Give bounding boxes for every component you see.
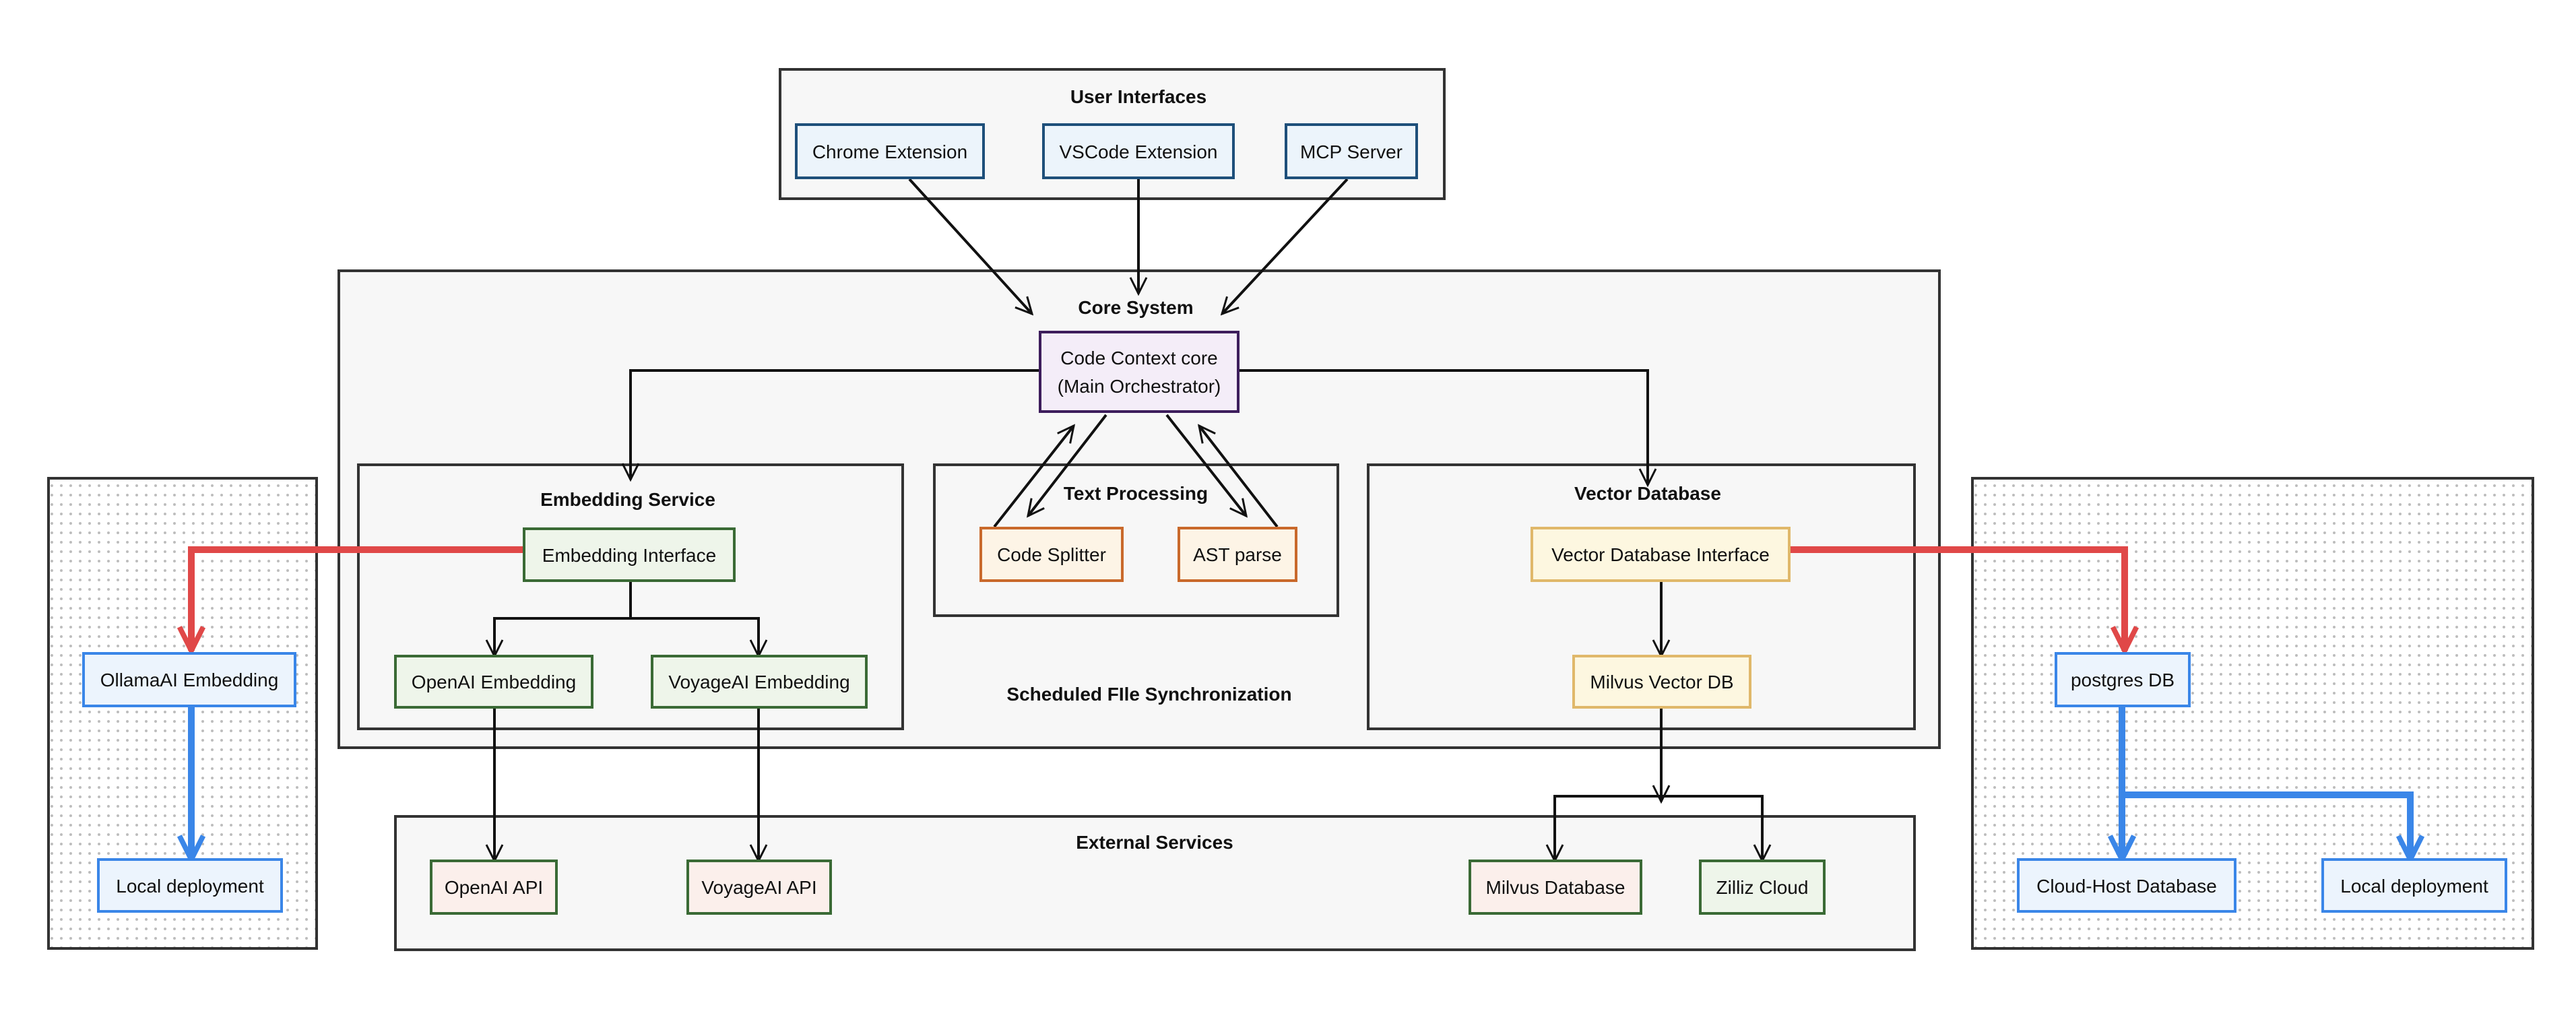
node-openai-embedding-label: OpenAI Embedding — [412, 672, 576, 692]
node-ollamaai-embedding-label: OllamaAI Embedding — [100, 670, 279, 690]
node-voyageai-embedding-label: VoyageAI Embedding — [668, 672, 849, 692]
edge-postgres-to-local — [2122, 791, 2410, 860]
edge-embedding-to-ollama — [191, 546, 524, 651]
node-cloud-host-database[interactable]: Cloud-Host Database — [2017, 858, 2236, 913]
core-system-title: Core System — [1078, 297, 1193, 318]
edge-ast-to-core — [1199, 426, 1279, 528]
node-vscode-extension[interactable]: VSCode Extension — [1042, 123, 1235, 179]
node-embedding-interface[interactable]: Embedding Interface — [523, 527, 736, 582]
edge-core-to-ast — [1165, 414, 1246, 516]
node-code-splitter[interactable]: Code Splitter — [979, 527, 1124, 582]
node-mcp-server-label: MCP Server — [1300, 141, 1403, 162]
node-milvus-vector-db-label: Milvus Vector DB — [1590, 672, 1733, 692]
edge-chrome-to-core — [908, 178, 1032, 314]
node-ollamaai-embedding[interactable]: OllamaAI Embedding — [82, 652, 296, 707]
node-postgres-db[interactable]: postgres DB — [2055, 652, 2191, 707]
edge-core-to-vectordb — [1238, 369, 1648, 485]
node-voyageai-api[interactable]: VoyageAI API — [686, 860, 832, 915]
node-postgres-db-label: postgres DB — [2071, 670, 2175, 690]
node-local-deployment-right-label: Local deployment — [2340, 876, 2488, 897]
node-vector-database-interface[interactable]: Vector Database Interface — [1531, 527, 1791, 582]
node-core-label-line2: (Main Orchestrator) — [1058, 376, 1221, 397]
vector-database-group — [1367, 463, 1916, 730]
edge-core-to-embedding — [631, 369, 1040, 480]
external-services-title: External Services — [1076, 832, 1233, 853]
node-ast-parse[interactable]: AST parse — [1178, 527, 1297, 582]
edge-embedding-to-openai — [494, 581, 632, 656]
node-zilliz-cloud[interactable]: Zilliz Cloud — [1699, 860, 1826, 915]
node-milvus-vector-db[interactable]: Milvus Vector DB — [1572, 655, 1751, 709]
edge-mcp-to-core — [1222, 178, 1349, 314]
node-local-deployment-right[interactable]: Local deployment — [2321, 858, 2507, 913]
edge-core-to-splitter — [1028, 414, 1107, 516]
embedding-service-title: Embedding Service — [540, 489, 715, 510]
node-openai-api-label: OpenAI API — [445, 877, 543, 898]
node-mcp-server[interactable]: MCP Server — [1285, 123, 1418, 179]
node-openai-embedding[interactable]: OpenAI Embedding — [394, 655, 593, 709]
node-milvus-database[interactable]: Milvus Database — [1469, 860, 1642, 915]
edge-vdbinterface-to-postgres — [1789, 546, 2125, 651]
node-voyageai-embedding[interactable]: VoyageAI Embedding — [651, 655, 868, 709]
edge-split-to-milvus-database — [1555, 795, 1661, 861]
scheduled-sync-label: Scheduled FIle Synchronization — [1006, 684, 1291, 705]
node-core-label-line1: Code Context core — [1060, 348, 1217, 368]
edge-split-to-zilliz — [1661, 795, 1762, 861]
node-embedding-interface-label: Embedding Interface — [542, 545, 716, 566]
node-cloud-host-database-label: Cloud-Host Database — [2036, 876, 2217, 897]
node-local-deployment-left[interactable]: Local deployment — [97, 858, 283, 913]
node-openai-api[interactable]: OpenAI API — [430, 860, 558, 915]
node-chrome-extension-label: Chrome Extension — [812, 141, 967, 162]
user-interfaces-title: User Interfaces — [1070, 86, 1206, 107]
node-local-deployment-left-label: Local deployment — [116, 876, 264, 897]
external-services-group — [394, 815, 1916, 951]
node-code-context-core[interactable]: Code Context core (Main Orchestrator) — [1039, 331, 1239, 413]
node-code-splitter-label: Code Splitter — [997, 544, 1106, 565]
text-processing-title: Text Processing — [1064, 483, 1208, 504]
edge-embedding-to-voyageai — [631, 617, 759, 656]
node-zilliz-cloud-label: Zilliz Cloud — [1716, 877, 1809, 898]
edge-splitter-to-core — [993, 426, 1074, 528]
node-vector-database-interface-label: Vector Database Interface — [1551, 544, 1770, 565]
node-ast-parse-label: AST parse — [1193, 544, 1282, 565]
node-milvus-database-label: Milvus Database — [1486, 877, 1625, 898]
node-vscode-extension-label: VSCode Extension — [1059, 141, 1217, 162]
node-voyageai-api-label: VoyageAI API — [701, 877, 816, 898]
vector-database-title: Vector Database — [1574, 483, 1721, 504]
node-chrome-extension[interactable]: Chrome Extension — [795, 123, 985, 179]
